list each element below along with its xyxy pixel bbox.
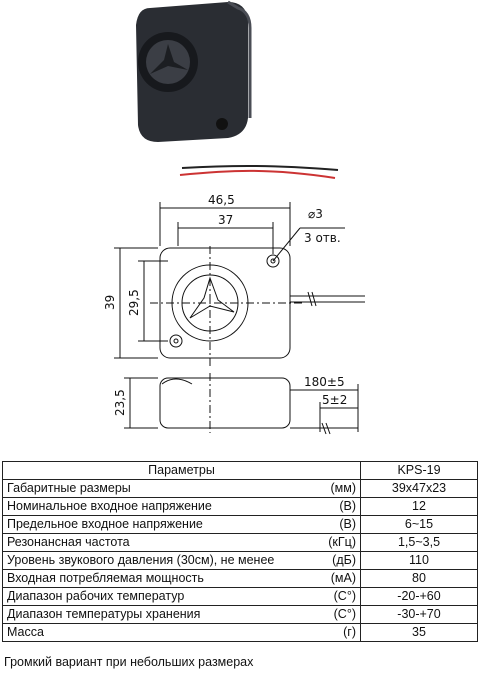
param-value: 80: [360, 569, 478, 588]
header-parameter: Параметры: [2, 461, 361, 480]
param-name: Масса: [2, 623, 300, 642]
param-unit: (В): [300, 515, 361, 534]
param-unit: (дБ): [300, 551, 361, 570]
dim-width-inner: 37: [218, 213, 233, 227]
dim-wire-length: 180±5: [304, 375, 345, 389]
param-name: Входная потребляемая мощность: [2, 569, 300, 588]
param-name: Номинальное входное напряжение: [2, 497, 300, 516]
param-value: 12: [360, 497, 478, 516]
table-header-row: Параметры KPS-19: [2, 461, 478, 480]
param-value: 1,5~3,5: [360, 533, 478, 552]
param-name: Уровень звукового давления (30см), не ме…: [2, 551, 300, 570]
param-unit: (C°): [300, 587, 361, 606]
param-value: 35: [360, 623, 478, 642]
dim-height-inner: 29,5: [127, 289, 141, 316]
param-name: Предельное входное напряжение: [2, 515, 300, 534]
table-row: Входная потребляемая мощность(мА)80: [2, 569, 478, 588]
param-name: Резонансная частота: [2, 533, 300, 552]
param-name: Диапазон рабочих температур: [2, 587, 300, 606]
param-value: -20-+60: [360, 587, 478, 606]
dim-depth: 23,5: [113, 389, 127, 416]
header-model: KPS-19: [360, 461, 478, 480]
param-name: Диапазон температуры хранения: [2, 605, 300, 624]
param-value: 6~15: [360, 515, 478, 534]
param-name: Габаритные размеры: [2, 479, 300, 498]
table-row: Масса(г)35: [2, 623, 478, 642]
param-unit: (мА): [300, 569, 361, 588]
table-row: Габаритные размеры(мм)39х47х23: [2, 479, 478, 498]
dim-strip-length: 5±2: [322, 393, 347, 407]
param-unit: (C°): [300, 605, 361, 624]
dim-height-overall: 39: [103, 295, 117, 310]
param-value: 39х47х23: [360, 479, 478, 498]
param-unit: (кГц): [300, 533, 361, 552]
table-row: Уровень звукового давления (30см), не ме…: [2, 551, 478, 570]
table-row: Номинальное входное напряжение(В)12: [2, 497, 478, 516]
table-row: Диапазон температуры хранения(C°)-30-+70: [2, 605, 478, 624]
footer-text: Громкий вариант при небольших размерах: [4, 655, 254, 669]
dim-width-overall: 46,5: [208, 193, 235, 207]
param-unit: (г): [300, 623, 361, 642]
dim-hole-diameter: ⌀3: [308, 207, 323, 221]
table-row: Резонансная частота(кГц)1,5~3,5: [2, 533, 478, 552]
param-value: 110: [360, 551, 478, 570]
table-row: Предельное входное напряжение(В)6~15: [2, 515, 478, 534]
param-unit: (В): [300, 497, 361, 516]
product-photo: [136, 0, 339, 179]
param-unit: (мм): [300, 479, 361, 498]
param-value: -30-+70: [360, 605, 478, 624]
spec-table: Параметры KPS-19 Габаритные размеры(мм)3…: [2, 461, 478, 642]
dim-hole-count: 3 отв.: [304, 231, 341, 245]
technical-drawing: 46,5 37 39 29,5 ⌀3 3 отв. 23,5 180±5 5±2: [103, 193, 365, 435]
table-row: Диапазон рабочих температур(C°)-20-+60: [2, 587, 478, 606]
